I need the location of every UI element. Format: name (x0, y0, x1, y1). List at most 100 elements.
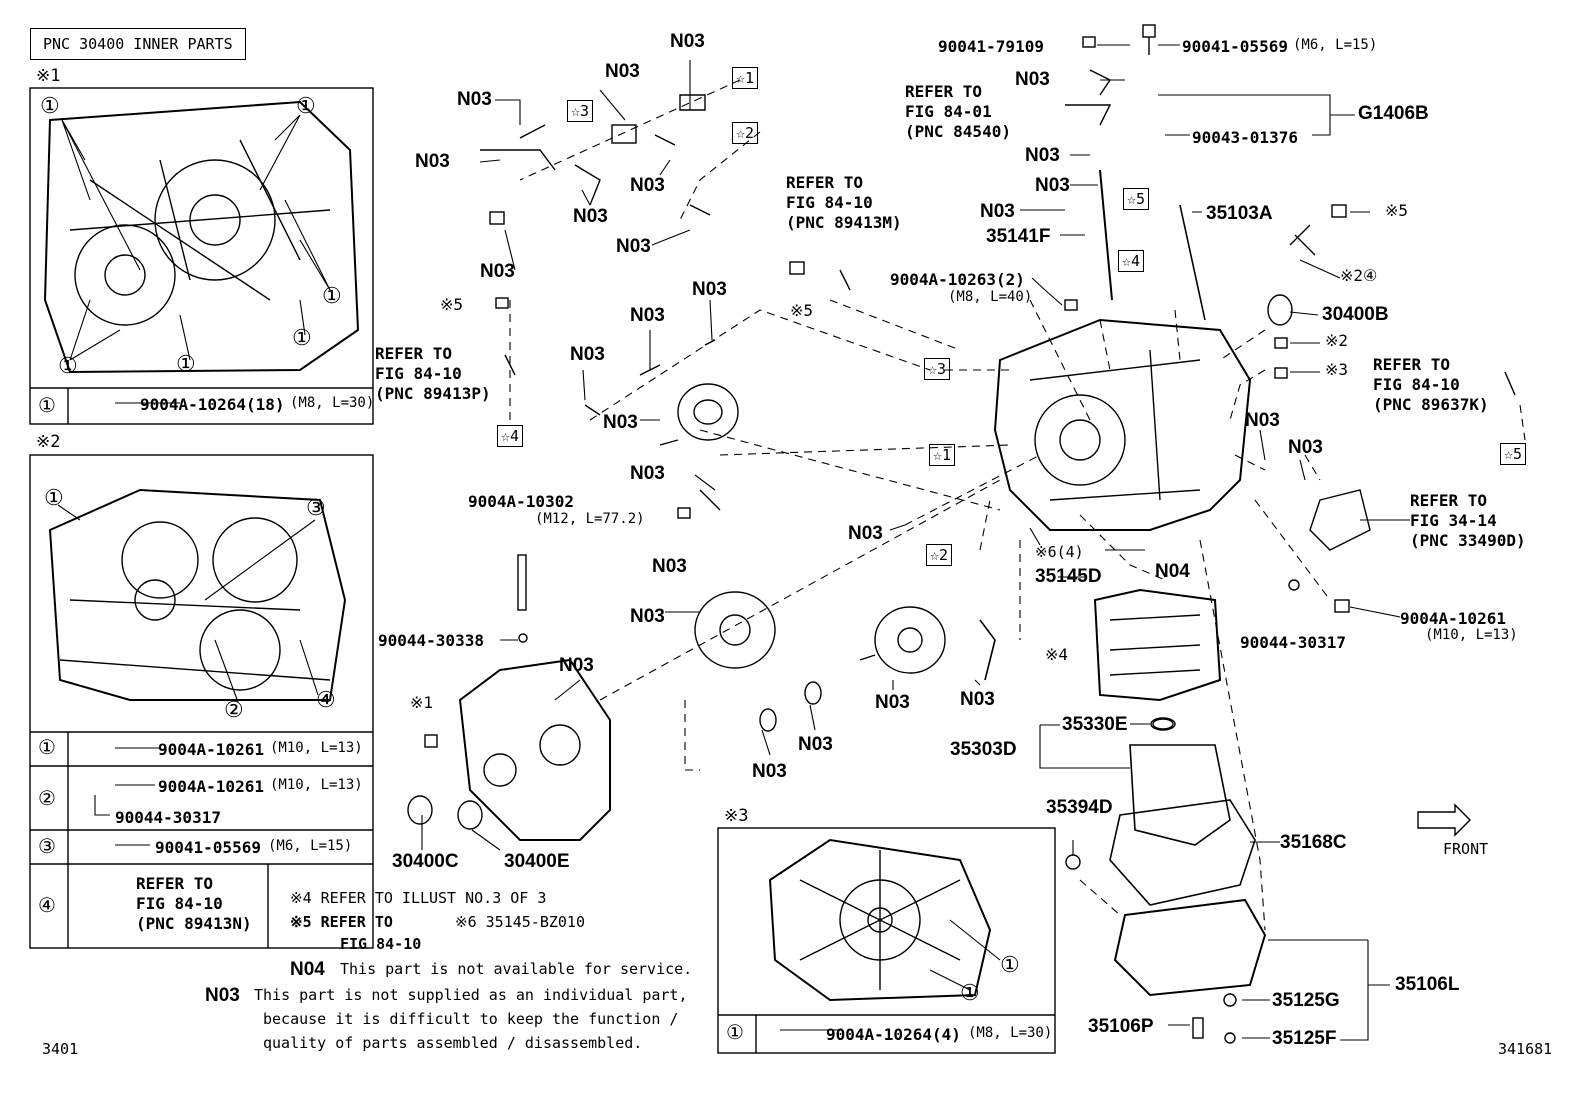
label-90041-05569-spec: (M6, L=15) (1293, 37, 1378, 53)
inset2-callout-4: ④ (316, 688, 336, 713)
inset3-row1-spec: (M8, L=30) (968, 1025, 1053, 1041)
star-marker-1: ☆1 (929, 444, 956, 466)
inset3-callout: ① (960, 981, 980, 1006)
inset1-row1-spec: (M8, L=30) (290, 395, 375, 411)
label-n03: N03 (875, 692, 910, 713)
label-35106p: 35106P (1088, 1016, 1154, 1037)
label-90041-05569: 90041-05569 (1182, 37, 1288, 56)
label-90044-30338: 90044-30338 (378, 631, 484, 650)
inset1-callout: ① (40, 94, 60, 119)
inset3-frame (717, 827, 1056, 1054)
note-x6: ※6 35145-BZ010 (455, 913, 585, 931)
note-x4: ※4 REFER TO ILLUST NO.3 OF 3 (290, 889, 547, 907)
label-9004a-10261-spec: (M10, L=13) (1425, 627, 1518, 643)
label-n03: N03 (980, 201, 1015, 222)
label-35145d: 35145D (1035, 566, 1102, 587)
label-n03: N03 (480, 261, 515, 282)
star-marker-3: ☆3 (567, 100, 594, 122)
front-arrow-icon (1417, 803, 1471, 837)
inset2-callout-3: ③ (306, 496, 326, 521)
star-marker-5: ☆5 (1123, 188, 1150, 210)
star-marker-4: ☆4 (1118, 250, 1145, 272)
label-n03: N03 (1288, 437, 1323, 458)
inset3-callout: ① (1000, 953, 1020, 978)
inset2-row4-ref: REFER TO FIG 84-10 (PNC 89413N) (136, 874, 252, 933)
label-35394d: 35394D (1046, 797, 1113, 818)
label-n03: N03 (457, 89, 492, 110)
label-n03: N03 (630, 606, 665, 627)
star-marker-3: ☆3 (924, 358, 951, 380)
inset1-housing-drawing (43, 100, 360, 374)
bolt-drawings (424, 24, 1350, 1044)
inset1-callout: ① (292, 326, 312, 351)
label-n03: N03 (1035, 175, 1070, 196)
note-n04-code: N04 (290, 959, 325, 980)
label-n04: N04 (1155, 561, 1190, 582)
inset2-row1-part: 9004A-10261 (158, 740, 264, 759)
label-35125g: 35125G (1272, 990, 1340, 1011)
label-n03: N03 (630, 305, 665, 326)
inset3-housing-drawing (768, 838, 992, 1002)
inset2-mark: ※2 (36, 432, 61, 452)
diagram-title: PNC 30400 INNER PARTS (30, 28, 246, 60)
label-g1406b: G1406B (1358, 103, 1429, 124)
gear-drawings (659, 383, 946, 674)
label-front: FRONT (1443, 840, 1489, 858)
mark-x5: ※5 (1385, 201, 1409, 220)
label-refer-33490d: REFER TO FIG 34-14 (PNC 33490D) (1410, 491, 1526, 550)
label-n03: N03 (692, 279, 727, 300)
note-x5: ※5 REFER TO (290, 913, 393, 931)
label-n03: N03 (573, 206, 608, 227)
star-marker-2: ☆2 (926, 544, 953, 566)
inset2-row3-spec: (M6, L=15) (268, 838, 353, 854)
note-n03-text-3: quality of parts assembled / disassemble… (263, 1034, 643, 1052)
inset2-callout-2: ② (224, 698, 244, 723)
label-90041-79109: 90041-79109 (938, 37, 1044, 56)
label-n03: N03 (752, 761, 787, 782)
label-9004a-10261: 9004A-10261 (1400, 609, 1506, 628)
label-n03: N03 (1025, 145, 1060, 166)
label-9004a-10302: 9004A-10302 (468, 492, 574, 511)
inset3-mark: ※3 (724, 806, 749, 826)
inset2-row2-part: 9004A-10261 (158, 777, 264, 796)
note-n03-code: N03 (205, 985, 240, 1006)
label-n03: N03 (415, 151, 450, 172)
label-n03: N03 (798, 734, 833, 755)
star-marker-2: ☆2 (732, 122, 759, 144)
label-n03: N03 (1245, 410, 1280, 431)
mark-x5: ※5 (440, 295, 464, 314)
label-9004a-10263-spec: (M8, L=40) (948, 289, 1033, 305)
mark-x6: ※6(4) (1035, 543, 1084, 561)
label-30400e: 30400E (504, 851, 570, 872)
leader-lines (57, 44, 1410, 1041)
label-35330e: 35330E (1062, 714, 1128, 735)
star-marker-5: ☆5 (1500, 443, 1527, 465)
inset2-row4-num: ④ (38, 893, 56, 917)
inset1-callout: ① (58, 354, 78, 379)
inset2-row1-num: ① (38, 735, 56, 759)
inset1-callout: ① (322, 284, 342, 309)
transaxle-case-drawing (993, 318, 1252, 531)
label-35106l: 35106L (1395, 974, 1460, 995)
inset2-row2-spec: (M10, L=13) (270, 777, 363, 793)
note-n03-text-2: because it is difficult to keep the func… (263, 1010, 679, 1028)
label-35103a: 35103A (1206, 203, 1273, 224)
mark-x1: ※1 (410, 693, 434, 712)
mark-x2: ※2 (1325, 331, 1349, 350)
label-9004a-10263: 9004A-10263(2) (890, 270, 1025, 289)
label-n03: N03 (616, 236, 651, 257)
label-n03: N03 (570, 344, 605, 365)
inset1-mark: ※1 (36, 66, 61, 86)
inset2-housing-drawing (48, 488, 347, 701)
dashed-guide-lines (509, 79, 1526, 931)
footer-page-code: 3401 (42, 1040, 79, 1058)
inset2-row2-num: ② (38, 786, 56, 810)
label-refer-89413p: REFER TO FIG 84-10 (PNC 89413P) (375, 344, 491, 403)
label-35141f: 35141F (986, 226, 1051, 247)
mark-x5: ※5 (790, 301, 814, 320)
inset1-callout: ① (296, 94, 316, 119)
inset1-row1-num: ① (38, 393, 56, 417)
label-n03: N03 (605, 61, 640, 82)
label-n03: N03 (1015, 69, 1050, 90)
